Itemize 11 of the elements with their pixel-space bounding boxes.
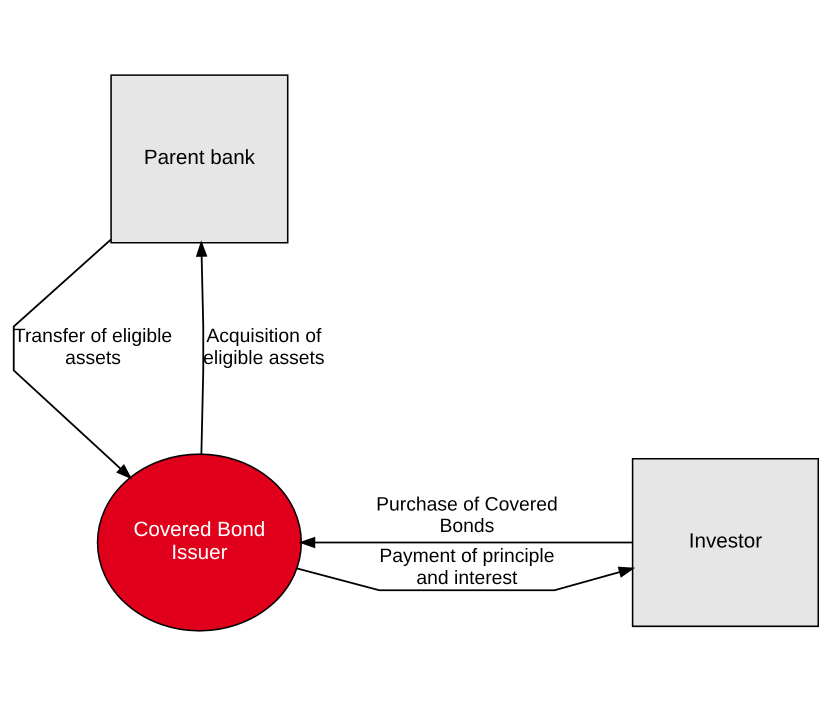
arrow — [296, 566, 636, 591]
edge-label: Purchase of Covered Bonds — [376, 494, 558, 537]
arrow — [298, 536, 632, 548]
arrow — [12, 238, 132, 479]
node-box: Investor — [632, 457, 820, 627]
node-box: Parent bank — [110, 74, 288, 244]
edge-label: Acquisition of eligible assets — [203, 326, 325, 368]
edge-label: Transfer of eligible assets — [14, 326, 172, 368]
edge-label: Payment of principle and interest — [379, 545, 554, 588]
node-ellipse: Covered Bond Issuer — [96, 452, 302, 632]
arrow — [196, 240, 208, 454]
